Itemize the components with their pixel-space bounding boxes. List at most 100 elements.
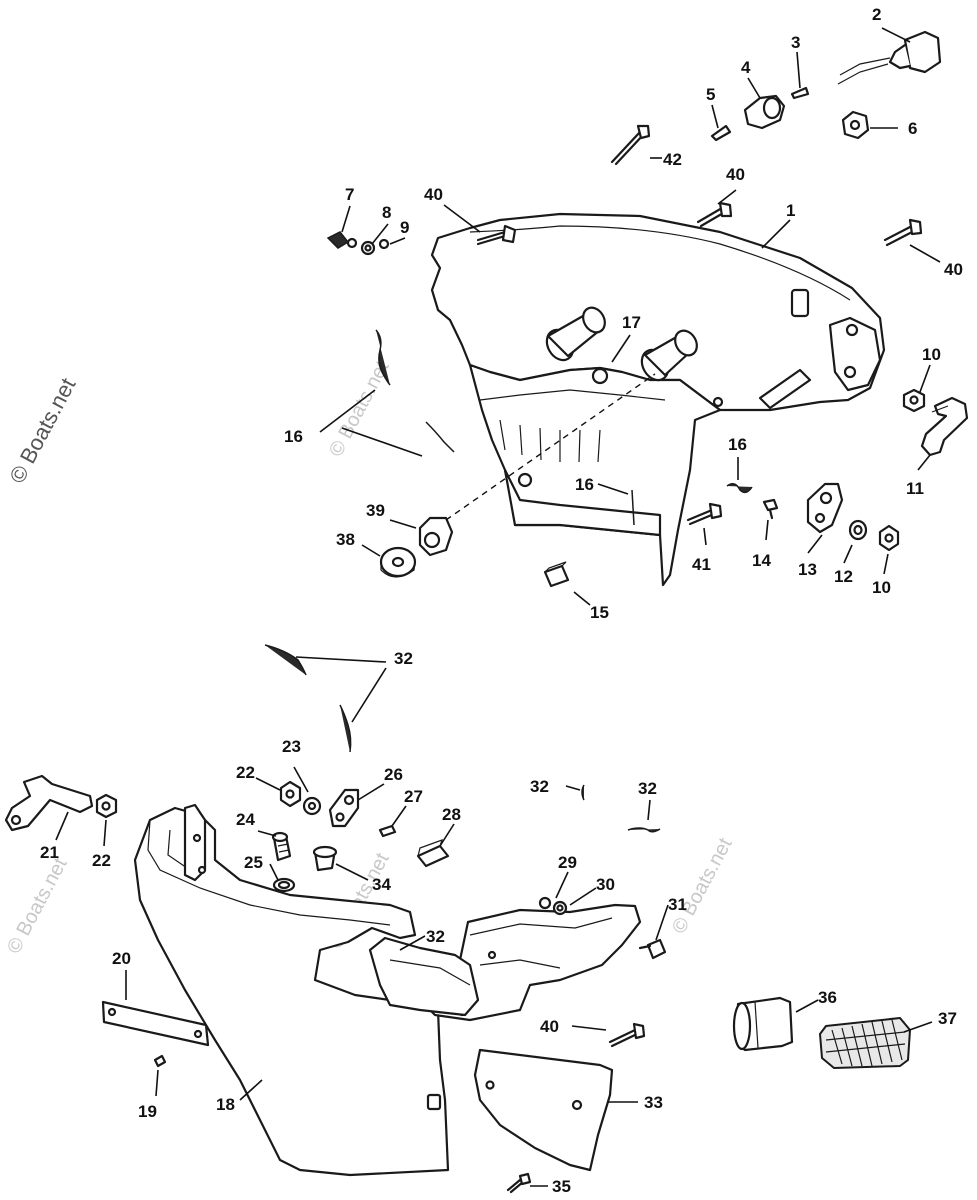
- seal-part-16: [375, 329, 753, 526]
- callout-29: 29: [558, 853, 577, 872]
- callout-21: 21: [40, 843, 59, 862]
- o-ring-part-25: [272, 877, 296, 893]
- callout-24: 24: [236, 810, 255, 829]
- callout-1: 1: [786, 201, 795, 220]
- callout-32-mid-left: 32: [530, 777, 549, 796]
- callout-28: 28: [442, 805, 461, 824]
- callout-3: 3: [791, 33, 800, 52]
- washer-part-38: [379, 546, 417, 578]
- screw-part-19: [153, 1054, 167, 1068]
- strip-part-20: [101, 1000, 210, 1047]
- washer-part-23: [302, 796, 322, 816]
- callout-25: 25: [244, 853, 263, 872]
- callout-12: 12: [834, 567, 853, 586]
- watermark-left: © Boats.net: [4, 374, 80, 488]
- callout-32-mid-right: 32: [638, 779, 657, 798]
- nut-part-10-lower: [878, 524, 900, 552]
- callout-32-top: 32: [394, 649, 413, 668]
- callout-42: 42: [663, 150, 682, 169]
- block-part-28: [416, 839, 450, 868]
- screw-part-31: [638, 938, 667, 960]
- bracket-part-13: [806, 482, 844, 534]
- callout-14: 14: [752, 551, 771, 570]
- callout-22-left: 22: [92, 851, 111, 870]
- callout-30: 30: [596, 875, 615, 894]
- callout-40-upper: 40: [424, 185, 443, 204]
- callout-10-upper: 10: [922, 345, 941, 364]
- washer-part-12: [848, 519, 868, 541]
- watermark-lower-right: © Boats.net: [668, 834, 737, 937]
- washer-part-30: [552, 900, 568, 916]
- bolt-40-right: [883, 218, 923, 247]
- callout-40-mid: 40: [726, 165, 745, 184]
- callout-6: 6: [908, 119, 917, 138]
- callout-16-right: 16: [728, 435, 747, 454]
- nut-part-6: [841, 110, 870, 140]
- grommet-part-34: [312, 845, 338, 872]
- upper-cover-part-1: [430, 212, 886, 587]
- screw-part-27: [378, 824, 397, 838]
- callout-16-left: 16: [284, 427, 303, 446]
- callout-27: 27: [404, 787, 423, 806]
- bolt-40-mid: [696, 201, 733, 228]
- callout-40-right: 40: [944, 260, 963, 279]
- callout-33: 33: [644, 1093, 663, 1112]
- callout-19: 19: [138, 1102, 157, 1121]
- lower-cover-part-18: [133, 803, 450, 1177]
- callout-18: 18: [216, 1095, 235, 1114]
- leader-lines: [55, 27, 941, 1187]
- callout-16-center: 16: [575, 475, 594, 494]
- callout-22-upper: 22: [236, 763, 255, 782]
- grommet-part-39: [418, 516, 454, 557]
- bracket-part-26: [328, 788, 360, 828]
- shield-part-33: [473, 1048, 614, 1172]
- callout-23: 23: [282, 737, 301, 756]
- latch-handle-part-11: [920, 396, 969, 457]
- watermark-lower-left: © Boats.net: [3, 854, 72, 957]
- callout-17: 17: [622, 313, 641, 332]
- callout-2: 2: [872, 5, 881, 24]
- callout-35: 35: [552, 1177, 571, 1196]
- harness-part-2: [837, 30, 942, 85]
- washer-part-29: [538, 896, 552, 910]
- callout-32-lower: 32: [426, 927, 445, 946]
- grommet-part-4: [743, 94, 786, 130]
- sleeve-part-36: [732, 996, 794, 1052]
- seal-part-32: [264, 644, 661, 833]
- callout-13: 13: [798, 560, 817, 579]
- callout-37: 37: [938, 1009, 957, 1028]
- bolt-part-41: [686, 502, 723, 526]
- bolt-40-upper: [476, 224, 517, 246]
- callout-36: 36: [818, 988, 837, 1007]
- screw-part-35: [506, 1172, 532, 1194]
- clip-part-3: [790, 86, 810, 100]
- callout-11: 11: [906, 479, 924, 498]
- lower-cover-starboard-section: [368, 903, 642, 1022]
- callout-41: 41: [692, 555, 711, 574]
- nut-part-10-upper: [902, 388, 926, 413]
- bolt-40-lower: [608, 1022, 646, 1048]
- fastener-7-8-9: [326, 231, 390, 256]
- spring-part-37: [819, 1017, 911, 1069]
- assembly-dashed-line: [445, 373, 656, 521]
- screw-part-14: [762, 498, 779, 520]
- callout-31: 31: [668, 895, 687, 914]
- callout-26: 26: [384, 765, 403, 784]
- callout-20: 20: [112, 949, 131, 968]
- nut-part-22-left: [95, 793, 118, 819]
- callout-5: 5: [706, 85, 715, 104]
- spacer-part-15: [543, 561, 570, 588]
- callout-10-lower: 10: [872, 578, 891, 597]
- callout-4: 4: [741, 58, 751, 77]
- callout-15: 15: [590, 603, 609, 622]
- callout-8: 8: [382, 203, 391, 222]
- clip-part-5: [710, 124, 732, 142]
- bolt-42: [610, 124, 651, 166]
- callout-9: 9: [400, 218, 409, 237]
- latch-handle-part-21: [4, 774, 94, 832]
- callout-labels: 2 3 4 5 6 42 7 8 9 40 40 1 40 17 10 11 1…: [40, 5, 963, 1196]
- nut-part-22-upper: [279, 780, 302, 808]
- callout-34: 34: [372, 875, 391, 894]
- fitting-part-24: [271, 831, 292, 862]
